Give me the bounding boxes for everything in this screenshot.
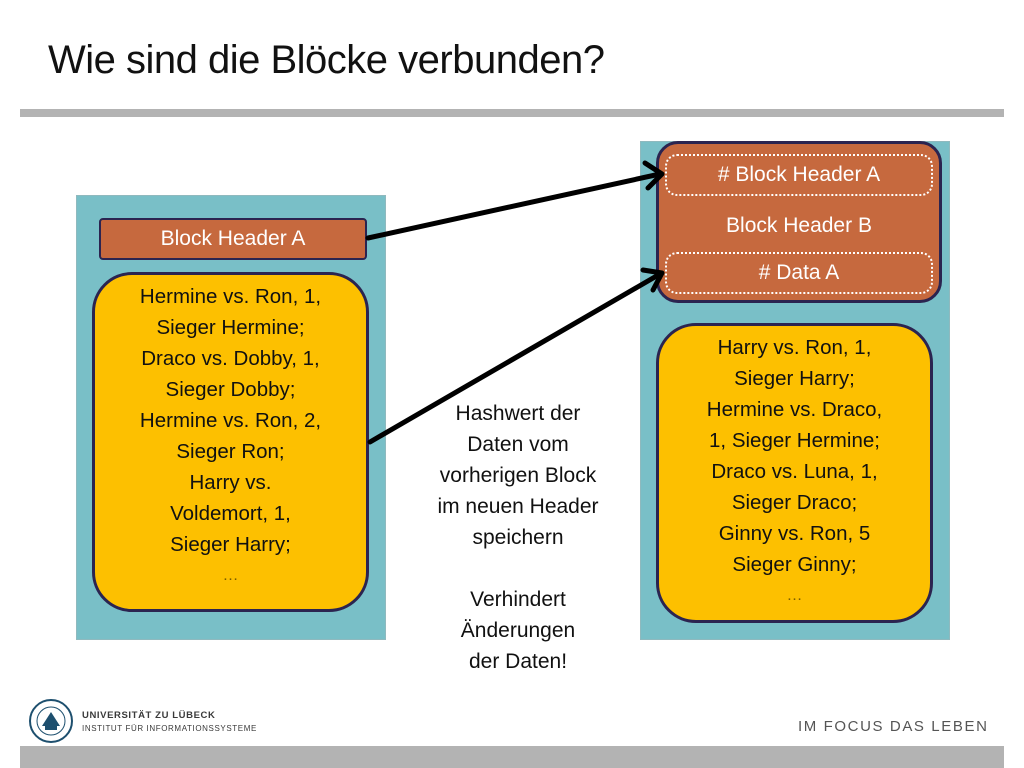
data-line: Sieger Ron;: [176, 440, 285, 463]
note-line: Daten vom: [467, 433, 569, 456]
left-block-data: Hermine vs. Ron, 1, Sieger Hermine; Drac…: [92, 272, 369, 612]
data-line: Sieger Harry;: [734, 367, 855, 390]
data-line: Voldemort, 1,: [170, 502, 291, 525]
data-line: Harry vs. Ron, 1,: [717, 336, 872, 359]
arrow-head-1: [642, 160, 665, 191]
data-ellipsis: …: [222, 567, 239, 584]
note-line: speichern: [472, 526, 564, 549]
note-line: vorherigen Block: [439, 464, 597, 487]
arrow-data-to-hash-data: [367, 271, 663, 445]
data-line: Hermine vs. Ron, 1,: [139, 285, 322, 308]
note-gap: [412, 553, 624, 584]
data-line: Sieger Harry;: [170, 533, 291, 556]
note-line: Änderungen: [460, 619, 576, 642]
right-block-header-label: Block Header B: [726, 214, 872, 237]
explanation-note: Hashwert der Daten vom vorherigen Block …: [412, 398, 624, 677]
title-divider: [20, 109, 1004, 117]
institute-name: INSTITUT FÜR INFORMATIONSSYSTEME: [82, 724, 257, 733]
data-line: Sieger Hermine;: [156, 316, 305, 339]
data-line: Ginny vs. Ron, 5: [718, 522, 871, 545]
data-line: Harry vs.: [189, 471, 272, 494]
data-line: Draco vs. Luna, 1,: [711, 460, 878, 483]
data-line: 1, Sieger Hermine;: [709, 429, 880, 452]
footer-motto: IM FOCUS DAS LEBEN: [798, 718, 989, 735]
data-line: Sieger Draco;: [731, 491, 858, 514]
data-line: Sieger Dobby;: [165, 378, 296, 401]
arrow-header-to-hash-header: [365, 171, 663, 241]
data-line: Sieger Ginny;: [732, 553, 857, 576]
hash-data-a: # Data A: [665, 252, 933, 294]
data-line: Hermine vs. Ron, 2,: [139, 409, 322, 432]
university-seal-icon: [29, 699, 73, 743]
data-line: Hermine vs. Draco,: [706, 398, 883, 421]
right-block-data: Harry vs. Ron, 1, Sieger Harry; Hermine …: [656, 323, 933, 623]
data-line: Draco vs. Dobby, 1,: [141, 347, 320, 370]
note-line: Verhindert: [470, 588, 566, 611]
note-line: Hashwert der: [455, 402, 581, 425]
footer-bar: [20, 746, 1004, 768]
page-title: Wie sind die Blöcke verbunden?: [48, 38, 605, 82]
data-ellipsis: …: [786, 587, 803, 604]
note-line: im neuen Header: [437, 495, 599, 518]
university-name: UNIVERSITÄT ZU LÜBECK: [82, 710, 216, 721]
note-line: der Daten!: [468, 650, 568, 673]
arrow-head-2: [640, 267, 665, 293]
hash-header-a: # Block Header A: [665, 154, 933, 196]
